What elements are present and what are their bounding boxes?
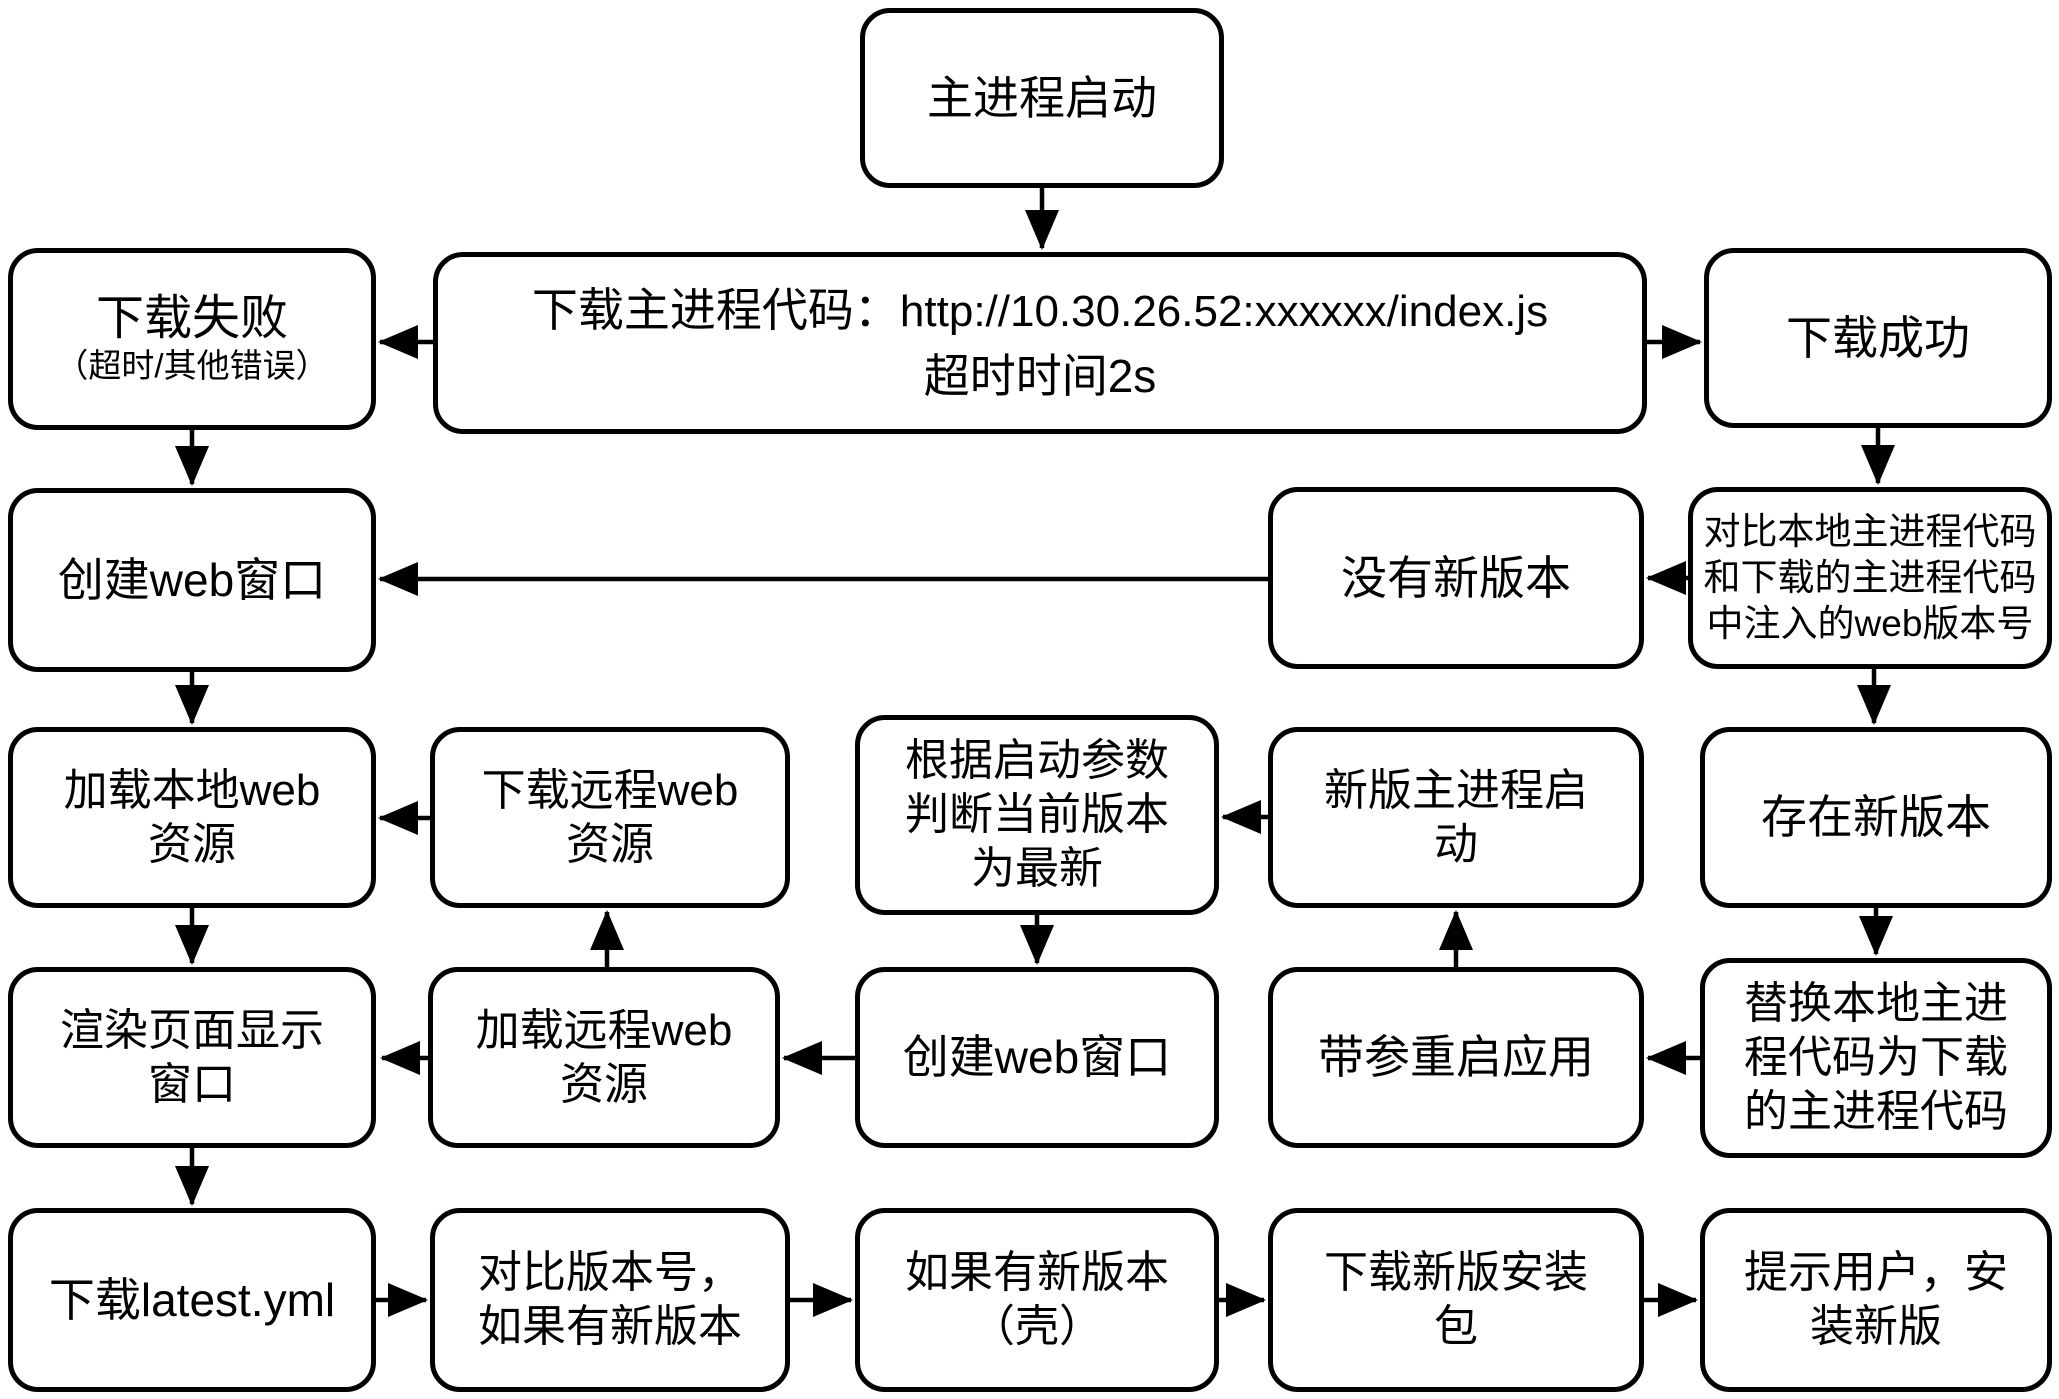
node-download-fail: 下载失败 （超时/其他错误） xyxy=(8,248,376,430)
node-judge-latest-by-params: 根据启动参数 判断当前版本 为最新 xyxy=(855,715,1219,915)
node-load-local-web: 加载本地web 资源 xyxy=(8,727,376,908)
node-no-new-version: 没有新版本 xyxy=(1268,487,1644,669)
node-compare-web-version: 对比本地主进程代码 和下载的主进程代码 中注入的web版本号 xyxy=(1688,487,2052,669)
node-load-remote-web: 加载远程web 资源 xyxy=(428,967,780,1148)
node-download-success: 下载成功 xyxy=(1704,248,2052,428)
node-restart-with-params: 带参重启应用 xyxy=(1268,967,1644,1148)
node-compare-version-number: 对比版本号， 如果有新版本 xyxy=(430,1208,790,1392)
node-download-installer: 下载新版安装 包 xyxy=(1268,1208,1644,1392)
download-code-line1: 下载主进程代码：http://10.30.26.52:xxxxxx/index.… xyxy=(532,282,1548,339)
node-create-web-window-mid: 创建web窗口 xyxy=(855,967,1219,1148)
node-if-new-version-shell: 如果有新版本 （壳） xyxy=(855,1208,1219,1392)
node-download-remote-web: 下载远程web 资源 xyxy=(430,727,790,908)
download-code-timeout: 超时时间2s xyxy=(923,350,1157,403)
node-new-main-process-start: 新版主进程启 动 xyxy=(1268,727,1644,908)
node-replace-local-code: 替换本地主进 程代码为下载 的主进程代码 xyxy=(1700,958,2052,1158)
download-code-url: http://10.30.26.52:xxxxxx/index.js xyxy=(899,286,1549,336)
download-fail-label: 下载失败 xyxy=(95,291,288,345)
node-render-page-window: 渲染页面显示 窗口 xyxy=(8,967,376,1148)
node-exists-new-version: 存在新版本 xyxy=(1700,727,2052,908)
node-prompt-user-install: 提示用户，安 装新版 xyxy=(1700,1208,2052,1392)
node-download-main-code: 下载主进程代码：http://10.30.26.52:xxxxxx/index.… xyxy=(433,252,1647,434)
download-fail-sub: （超时/其他错误） xyxy=(55,346,329,384)
node-download-latest-yml: 下载latest.yml xyxy=(8,1208,376,1392)
node-create-web-window-left: 创建web窗口 xyxy=(8,488,376,672)
download-code-label: 下载主进程代码： xyxy=(531,283,900,336)
node-main-process-start: 主进程启动 xyxy=(860,8,1224,188)
